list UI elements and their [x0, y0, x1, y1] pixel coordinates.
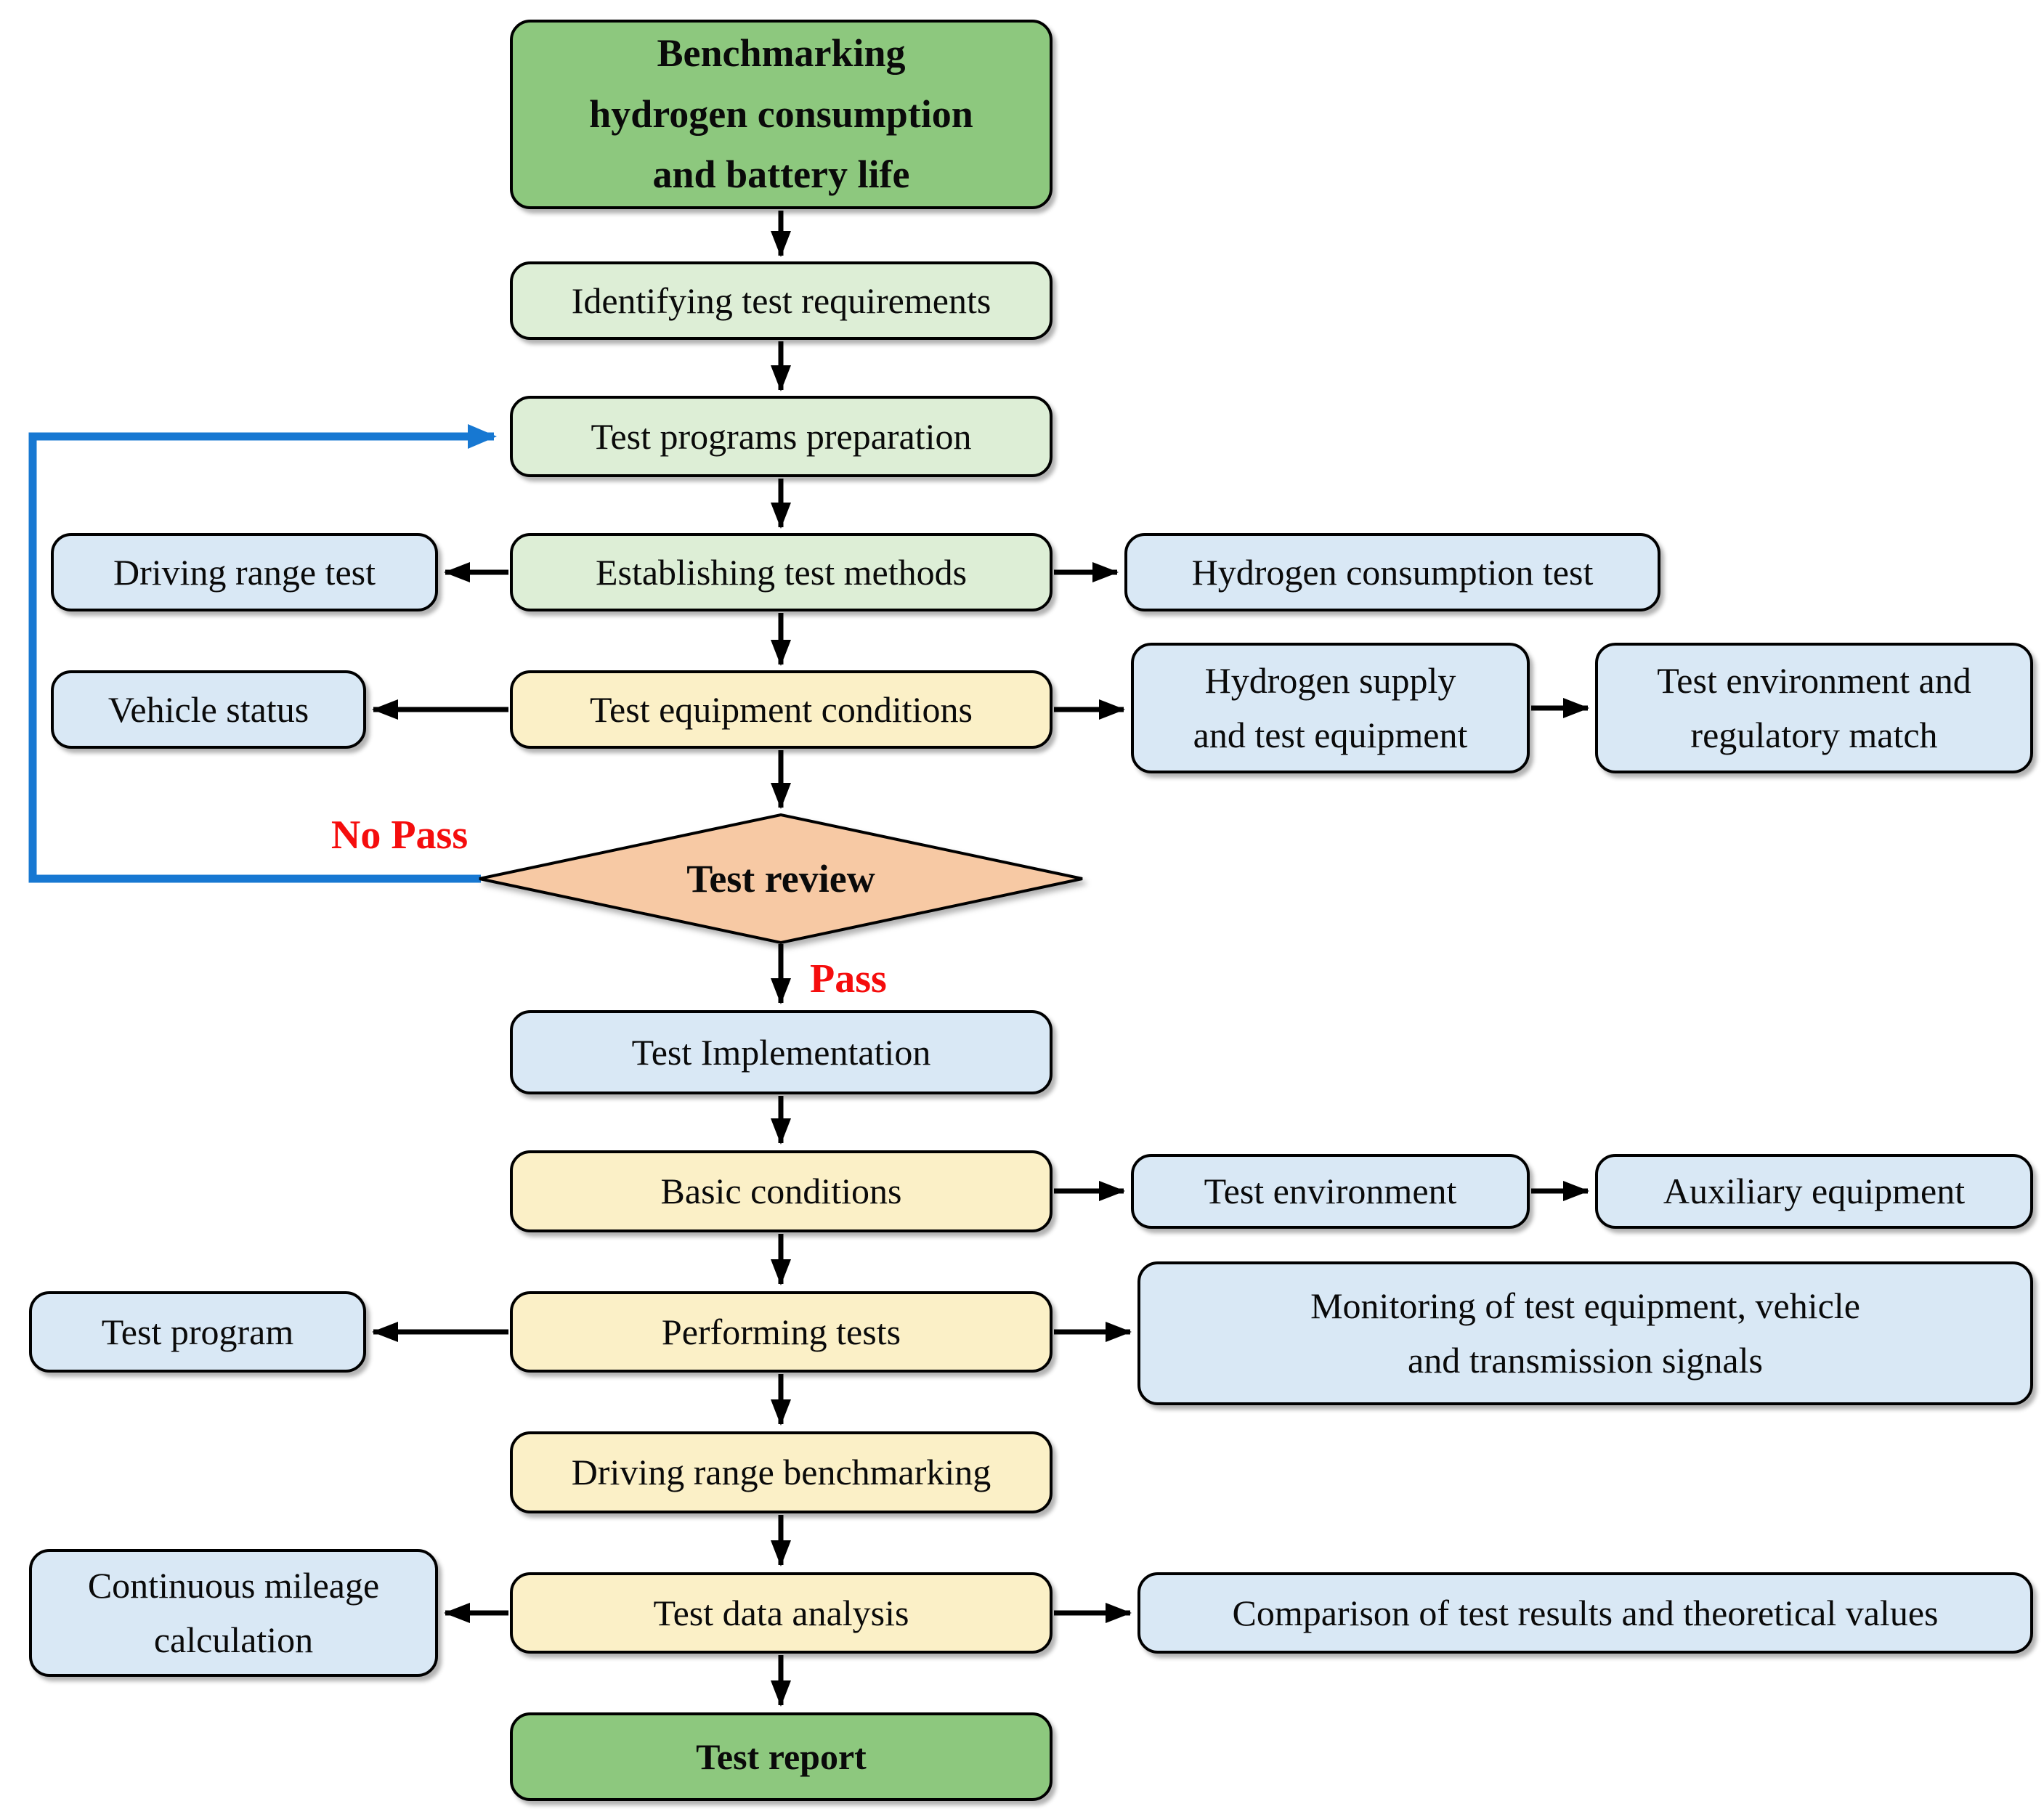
node-identifying-test-requirements: Identifying test requirements	[510, 261, 1053, 340]
node-test-program: Test program	[29, 1291, 366, 1373]
node-test-report-label: Test report	[696, 1736, 867, 1777]
node-vehicle-status-label: Vehicle status	[108, 688, 309, 730]
node-driving-range-benchmarking: Driving range benchmarking	[510, 1431, 1053, 1513]
node-test-program-label: Test program	[101, 1311, 294, 1352]
node-test-programs-label: Test programs preparation	[591, 415, 972, 457]
feedback-loop-no-pass	[28, 424, 497, 883]
node-monitoring-signals: Monitoring of test equipment, vehicle an…	[1137, 1261, 2033, 1405]
node-comparison-label: Comparison of test results and theoretic…	[1232, 1592, 1939, 1633]
node-test-review: Test review	[552, 842, 1010, 915]
node-environment-regulatory-match: Test environment and regulatory match	[1595, 643, 2033, 773]
node-test-programs-preparation: Test programs preparation	[510, 396, 1053, 477]
node-identifying-label: Identifying test requirements	[571, 280, 991, 321]
node-equipment-conditions-label: Test equipment conditions	[590, 688, 973, 730]
node-performing-tests-label: Performing tests	[661, 1311, 901, 1352]
node-driving-range-test-label: Driving range test	[113, 551, 376, 593]
node-hydrogen-consumption-test: Hydrogen consumption test	[1124, 533, 1660, 611]
test-review-diamond-shape	[479, 813, 1083, 945]
node-test-environment: Test environment	[1131, 1154, 1530, 1229]
node-establishing-test-methods: Establishing test methods	[510, 533, 1053, 611]
node-driving-range-benchmarking-label: Driving range benchmarking	[571, 1452, 991, 1492]
node-vehicle-status: Vehicle status	[51, 670, 366, 749]
node-test-equipment-conditions: Test equipment conditions	[510, 670, 1053, 749]
node-test-data-analysis: Test data analysis	[510, 1572, 1053, 1654]
node-hydrogen-consumption-test-label: Hydrogen consumption test	[1191, 551, 1594, 593]
node-auxiliary-equipment: Auxiliary equipment	[1595, 1154, 2033, 1229]
node-environment-regulatory-label: Test environment and regulatory match	[1657, 660, 1971, 755]
node-test-implementation: Test Implementation	[510, 1010, 1053, 1094]
node-benchmarking-label: Benchmarking hydrogen consumption and ba…	[589, 31, 973, 197]
node-auxiliary-equipment-label: Auxiliary equipment	[1663, 1171, 1966, 1211]
node-test-review-label: Test review	[686, 857, 875, 901]
node-basic-conditions: Basic conditions	[510, 1150, 1053, 1232]
node-performing-tests: Performing tests	[510, 1291, 1053, 1373]
node-test-implementation-label: Test Implementation	[631, 1031, 931, 1073]
branch-label-pass: Pass	[810, 956, 887, 1001]
node-establishing-label: Establishing test methods	[595, 551, 968, 593]
node-test-environment-label: Test environment	[1204, 1171, 1457, 1211]
node-continuous-mileage-calculation: Continuous mileage calculation	[29, 1549, 438, 1677]
node-hydrogen-supply-equipment: Hydrogen supply and test equipment	[1131, 643, 1530, 773]
node-test-data-analysis-label: Test data analysis	[653, 1592, 909, 1633]
node-comparison-results: Comparison of test results and theoretic…	[1137, 1572, 2033, 1654]
node-test-report: Test report	[510, 1712, 1053, 1801]
node-monitoring-label: Monitoring of test equipment, vehicle an…	[1310, 1285, 1860, 1381]
node-hydrogen-supply-label: Hydrogen supply and test equipment	[1193, 660, 1468, 755]
branch-label-no-pass: No Pass	[330, 813, 469, 858]
node-benchmarking: Benchmarking hydrogen consumption and ba…	[510, 20, 1053, 209]
node-basic-conditions-label: Basic conditions	[660, 1171, 902, 1211]
node-continuous-mileage-label: Continuous mileage calculation	[87, 1565, 380, 1660]
node-driving-range-test: Driving range test	[51, 533, 438, 611]
flow-arrows	[372, 211, 1589, 1707]
